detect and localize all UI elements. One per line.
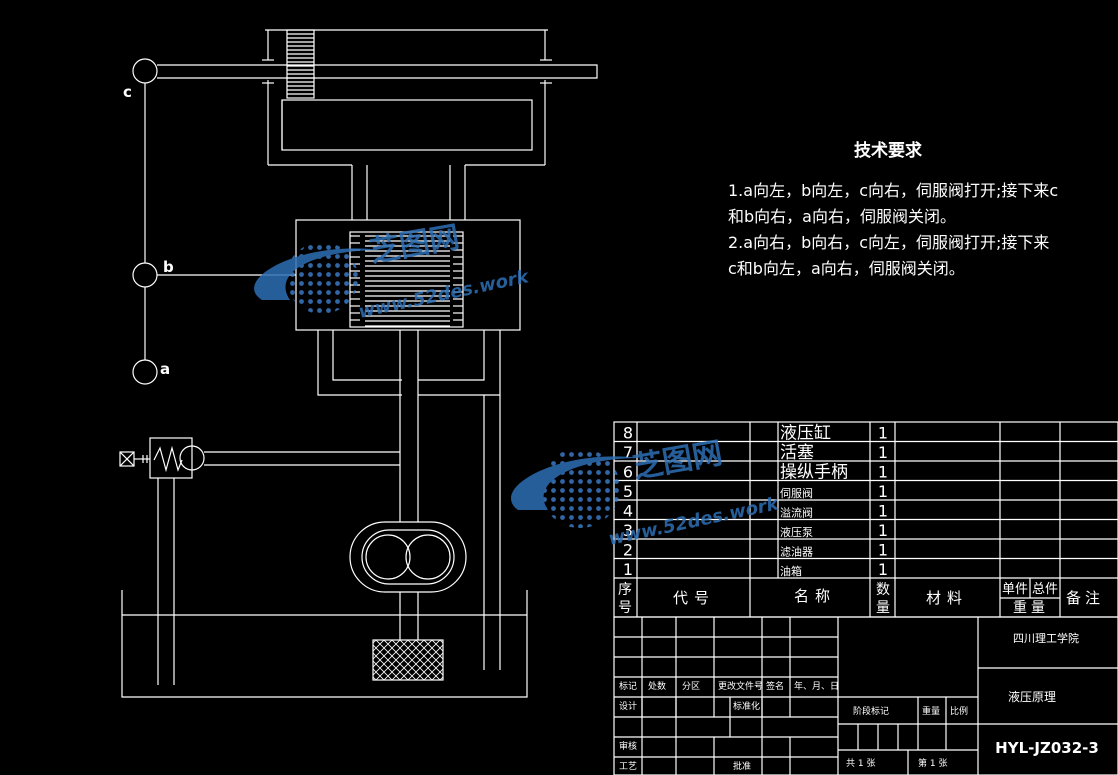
part-no: 3 [623,521,633,540]
part-qty: 1 [878,482,888,501]
watermark-brand-1: 芝图网 [367,220,462,270]
label-c: c [123,83,132,101]
drawing-name: 液压原理 [1008,689,1056,704]
design-label: 设计 [619,700,637,712]
hydraulic-pump [349,420,467,640]
oil-filter [372,639,444,681]
approve-label: 批准 [733,760,751,772]
rev-zone: 分区 [682,681,700,692]
pivot-b [132,262,158,288]
header-seq-1: 序 [618,582,632,598]
requirement-line-3: 2.a向右，b向右，c向左，伺服阀打开;接下来 [728,233,1050,252]
part-qty: 1 [878,463,888,482]
part-name: 活塞 [780,443,814,463]
part-name: 操纵手柄 [780,463,848,483]
part-name: 液压泵 [780,525,813,539]
part-qty: 1 [878,502,888,521]
process-label: 工艺 [619,761,637,772]
part-name: 滤油器 [780,545,813,559]
header-seq-2: 号 [618,600,632,616]
label-b: b [163,258,174,276]
requirement-line-2: 和b向右，a向右，伺服阀关闭。 [728,207,956,226]
part-name: 液压缸 [780,423,831,444]
watermark-2: 芝图网 www.52des.work [511,436,781,550]
part-no: 7 [623,443,633,462]
header-material: 材料 [926,589,968,607]
rev-sign: 签名 [766,680,784,692]
part-no: 4 [623,502,633,521]
part-no: 2 [623,541,633,560]
requirements-title: 技术要求 [854,141,922,161]
rev-docno: 更改文件号 [718,680,763,692]
pivot-c [132,58,158,84]
cylinder-passages [351,165,466,220]
drawing-number: HYL-JZ032-3 [995,739,1099,757]
header-name: 名称 [794,587,836,605]
relief-valve [119,437,400,685]
header-weight: 重量 [1013,600,1049,616]
watermark-url-1: www.52des.work [357,266,532,323]
servo-valve [295,219,521,331]
label-a: a [160,360,170,378]
part-no: 1 [623,560,633,579]
part-qty: 1 [878,521,888,540]
return-lines [483,395,501,670]
header-code: 代号 [673,589,715,607]
hydraulic-schematic: c b a [119,29,598,698]
header-total: 总件 [1032,582,1058,597]
sheet-number: 第 1 张 [918,757,947,769]
header-qty-1: 数 [876,582,890,598]
technical-requirements: 技术要求 1.a向左，b向左，c向右，伺服阀打开;接下来c 和b向右，a向右，伺… [728,138,1088,282]
header-note: 备注 [1066,589,1104,607]
part-qty: 1 [878,560,888,579]
part-qty: 1 [878,443,888,462]
control-linkage: c b a [123,58,296,385]
part-no: 5 [623,482,633,501]
sheets-total: 共 1 张 [846,758,875,769]
part-no: 6 [623,463,633,482]
standardize-label: 标准化 [733,700,760,712]
oil-tank [121,590,528,698]
title-block: 四川理工学院 液压原理 HYL-JZ032-3 阶段标记 重量 比例 共 1 张… [613,616,1118,775]
weight-label: 重量 [922,705,940,717]
watermark-brand-2: 芝图网 [630,436,725,486]
part-no: 8 [623,424,633,443]
scale-label: 比例 [950,705,968,717]
part-name: 油箱 [780,564,802,578]
rev-count: 处数 [648,680,666,692]
review-label: 审核 [619,740,637,752]
stage-mark-label: 阶段标记 [853,705,889,717]
part-qty: 1 [878,424,888,443]
requirement-line-1: 1.a向左，b向左，c向右，伺服阀打开;接下来c [728,181,1059,200]
rev-mark: 标记 [619,680,637,692]
piston [286,29,315,99]
hydraulic-cylinder [157,29,598,166]
rev-date: 年、月、日 [794,680,839,692]
valve-ports [317,330,501,420]
header-unit: 单件 [1002,582,1028,597]
part-qty: 1 [878,541,888,560]
requirement-line-4: c和b向左，a向右，伺服阀关闭。 [728,259,965,278]
header-qty-2: 量 [876,600,890,616]
part-name: 溢流阀 [780,506,813,520]
pivot-a [132,359,158,385]
school-name: 四川理工学院 [1013,631,1079,645]
part-name: 伺服阀 [780,486,813,500]
